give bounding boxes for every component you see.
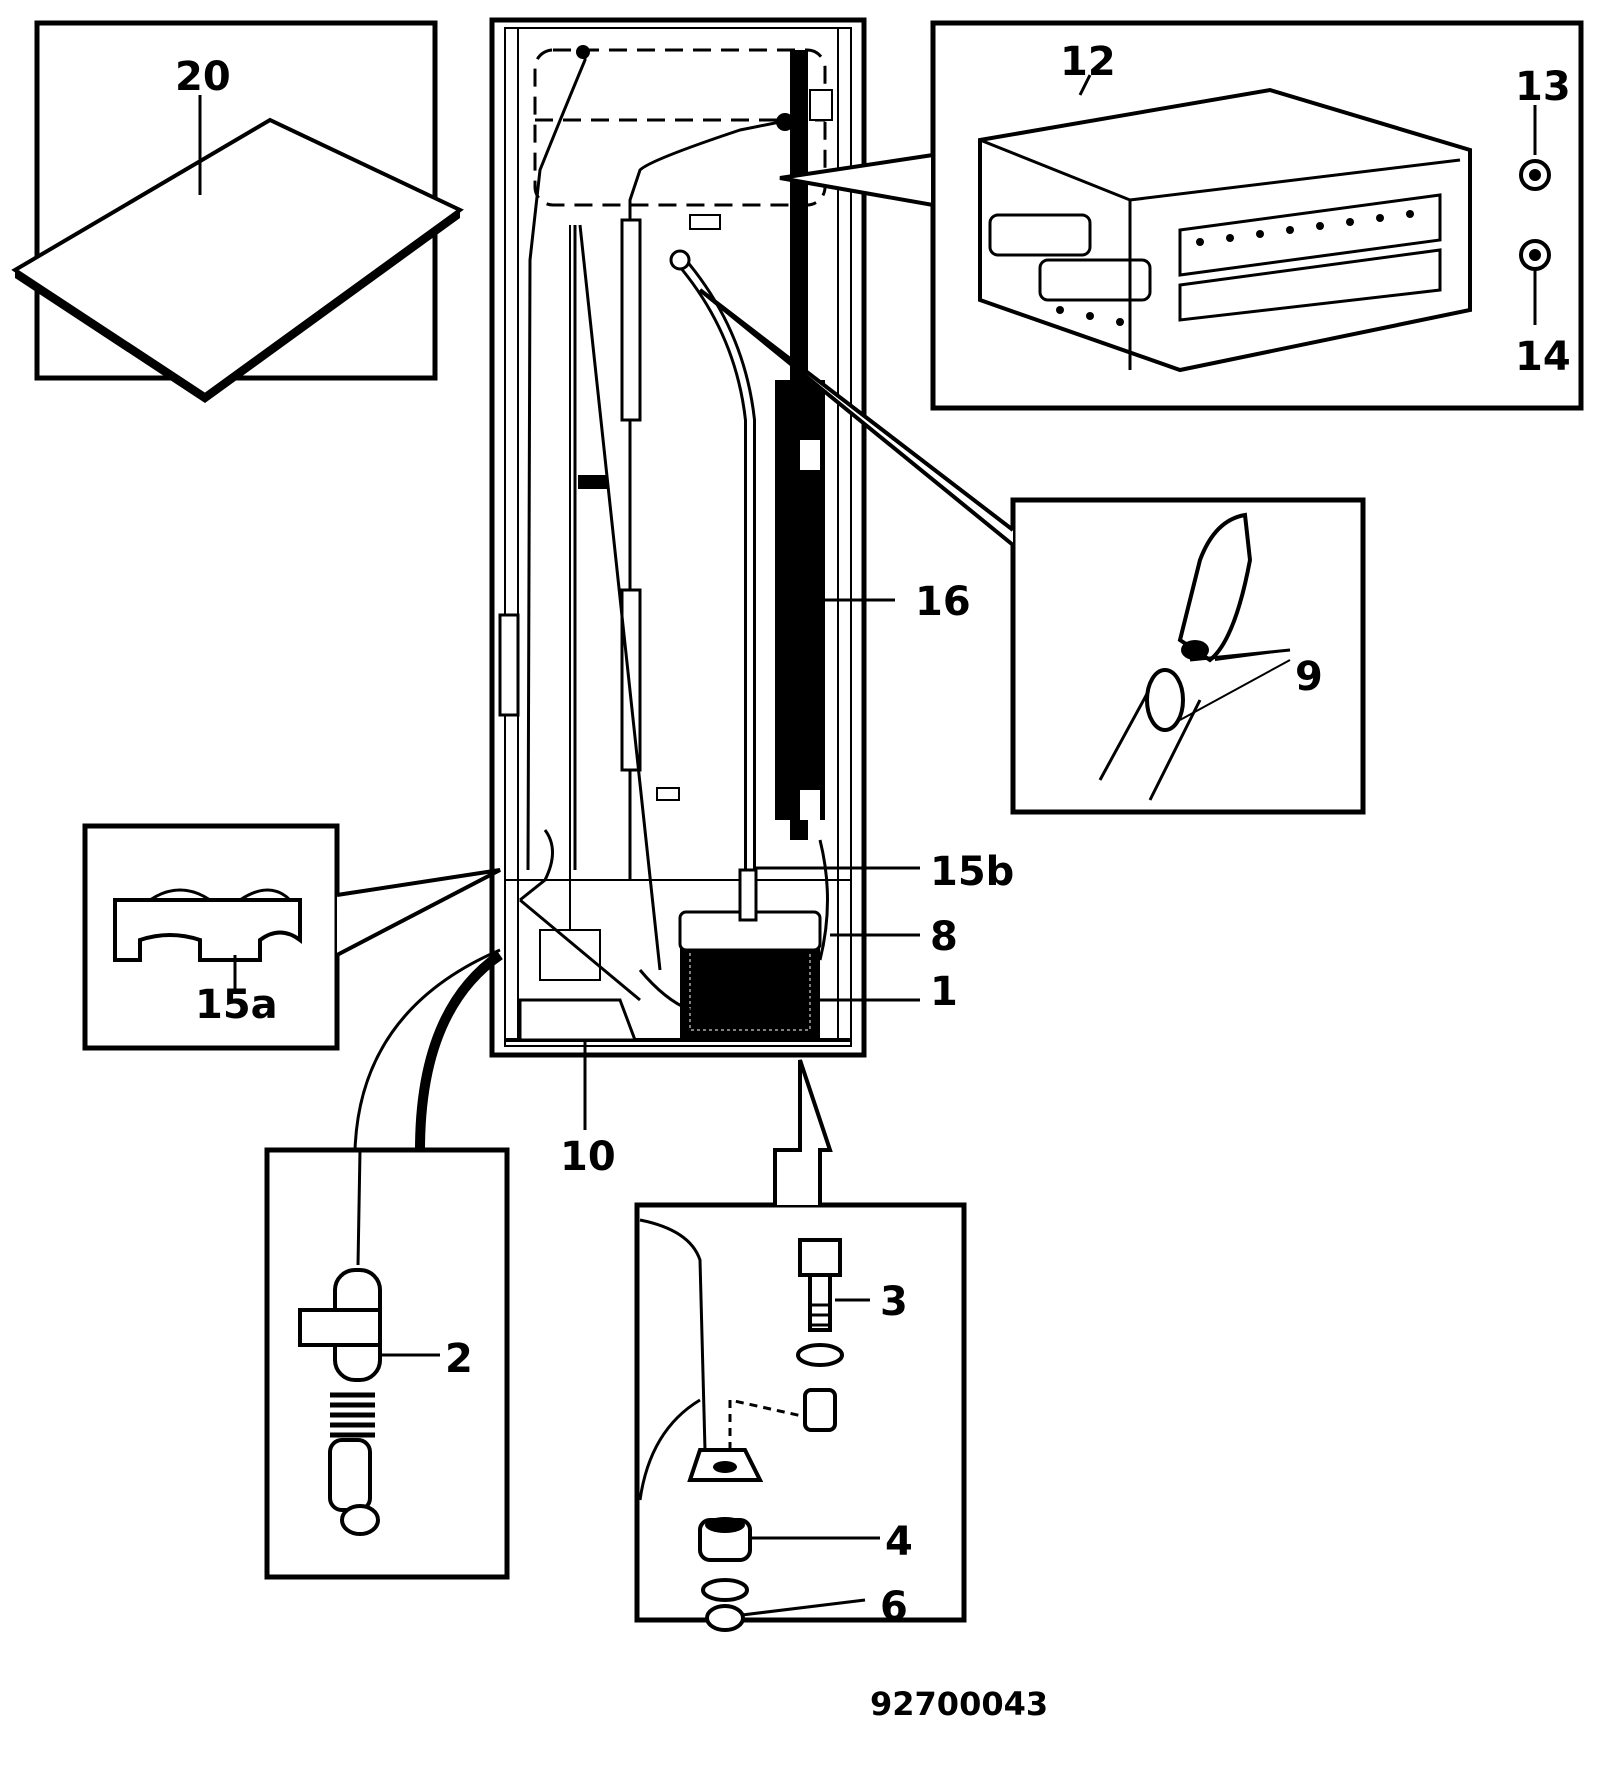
label-10: 10 (560, 1134, 616, 1180)
bolt-3 (798, 1238, 870, 1332)
label-15b: 15b (930, 849, 1014, 895)
label-13: 13 (1515, 64, 1571, 110)
label-12: 12 (1060, 39, 1116, 85)
label-3: 3 (880, 1279, 908, 1325)
nut-13 (1519, 105, 1551, 191)
label-6: 6 (880, 1584, 908, 1630)
label-9: 9 (1295, 654, 1323, 700)
label-1: 1 (930, 969, 958, 1015)
refrigerant-tubing (498, 45, 829, 971)
label-15a: 15a (195, 982, 278, 1028)
leader-lines (583, 598, 1291, 1130)
inset-part-9 (698, 288, 1366, 815)
compressor-area (518, 868, 822, 1042)
label-4: 4 (885, 1519, 913, 1565)
label-14: 14 (1515, 334, 1571, 380)
label-2: 2 (445, 1336, 473, 1382)
inset-part-15a (82, 823, 501, 1051)
inset-part-3-4-6 (634, 1059, 967, 1632)
nut-6 (705, 1598, 866, 1632)
inset-part-2 (264, 948, 510, 1580)
label-16: 16 (915, 579, 971, 625)
drawing-number: 92700043 (870, 1685, 1048, 1723)
grommet-4 (698, 1517, 880, 1562)
label-8: 8 (930, 914, 958, 960)
nut-14 (1519, 239, 1551, 325)
label-20: 20 (175, 54, 231, 100)
inset-part-20 (11, 20, 464, 403)
inset-part-12-13-14 (779, 20, 1584, 825)
